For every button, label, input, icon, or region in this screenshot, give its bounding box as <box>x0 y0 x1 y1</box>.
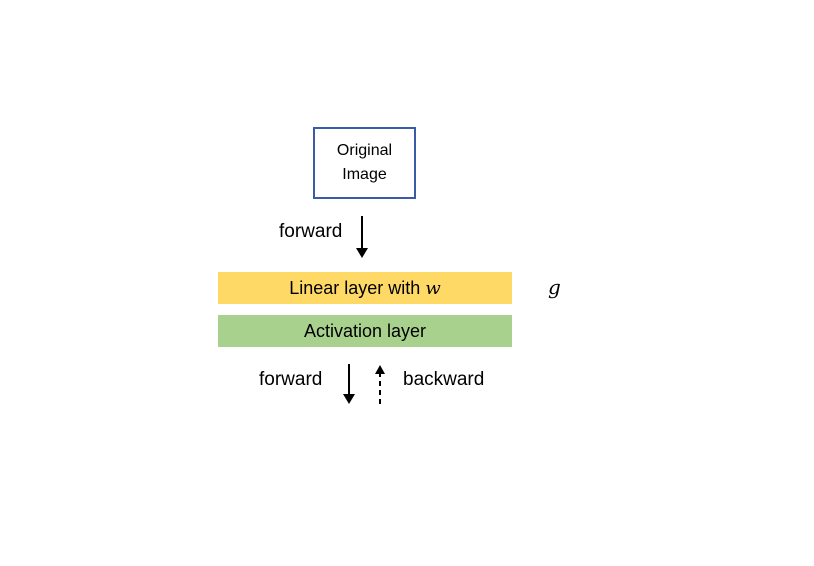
original-image-label-line1: Original <box>336 142 393 159</box>
forward-arrow-top <box>356 216 368 258</box>
forward-label-bottom: forward <box>259 369 323 390</box>
backward-label: backward <box>403 369 485 390</box>
activation-layer-label: Activation layer <box>303 320 427 341</box>
original-image-node: Original Image <box>313 127 416 199</box>
g-symbol: g <box>548 275 561 299</box>
forward-arrow-bottom <box>343 364 355 404</box>
linear-layer-node: Linear layer with w <box>218 272 512 304</box>
backward-arrow-dashed <box>375 365 385 404</box>
original-image-label-line2: Image <box>342 166 387 183</box>
forward-label-top: forward <box>279 221 343 242</box>
linear-layer-weight-symbol: w <box>425 277 441 299</box>
linear-layer-label: Linear layer with <box>289 277 426 298</box>
activation-layer-node: Activation layer <box>218 315 512 347</box>
